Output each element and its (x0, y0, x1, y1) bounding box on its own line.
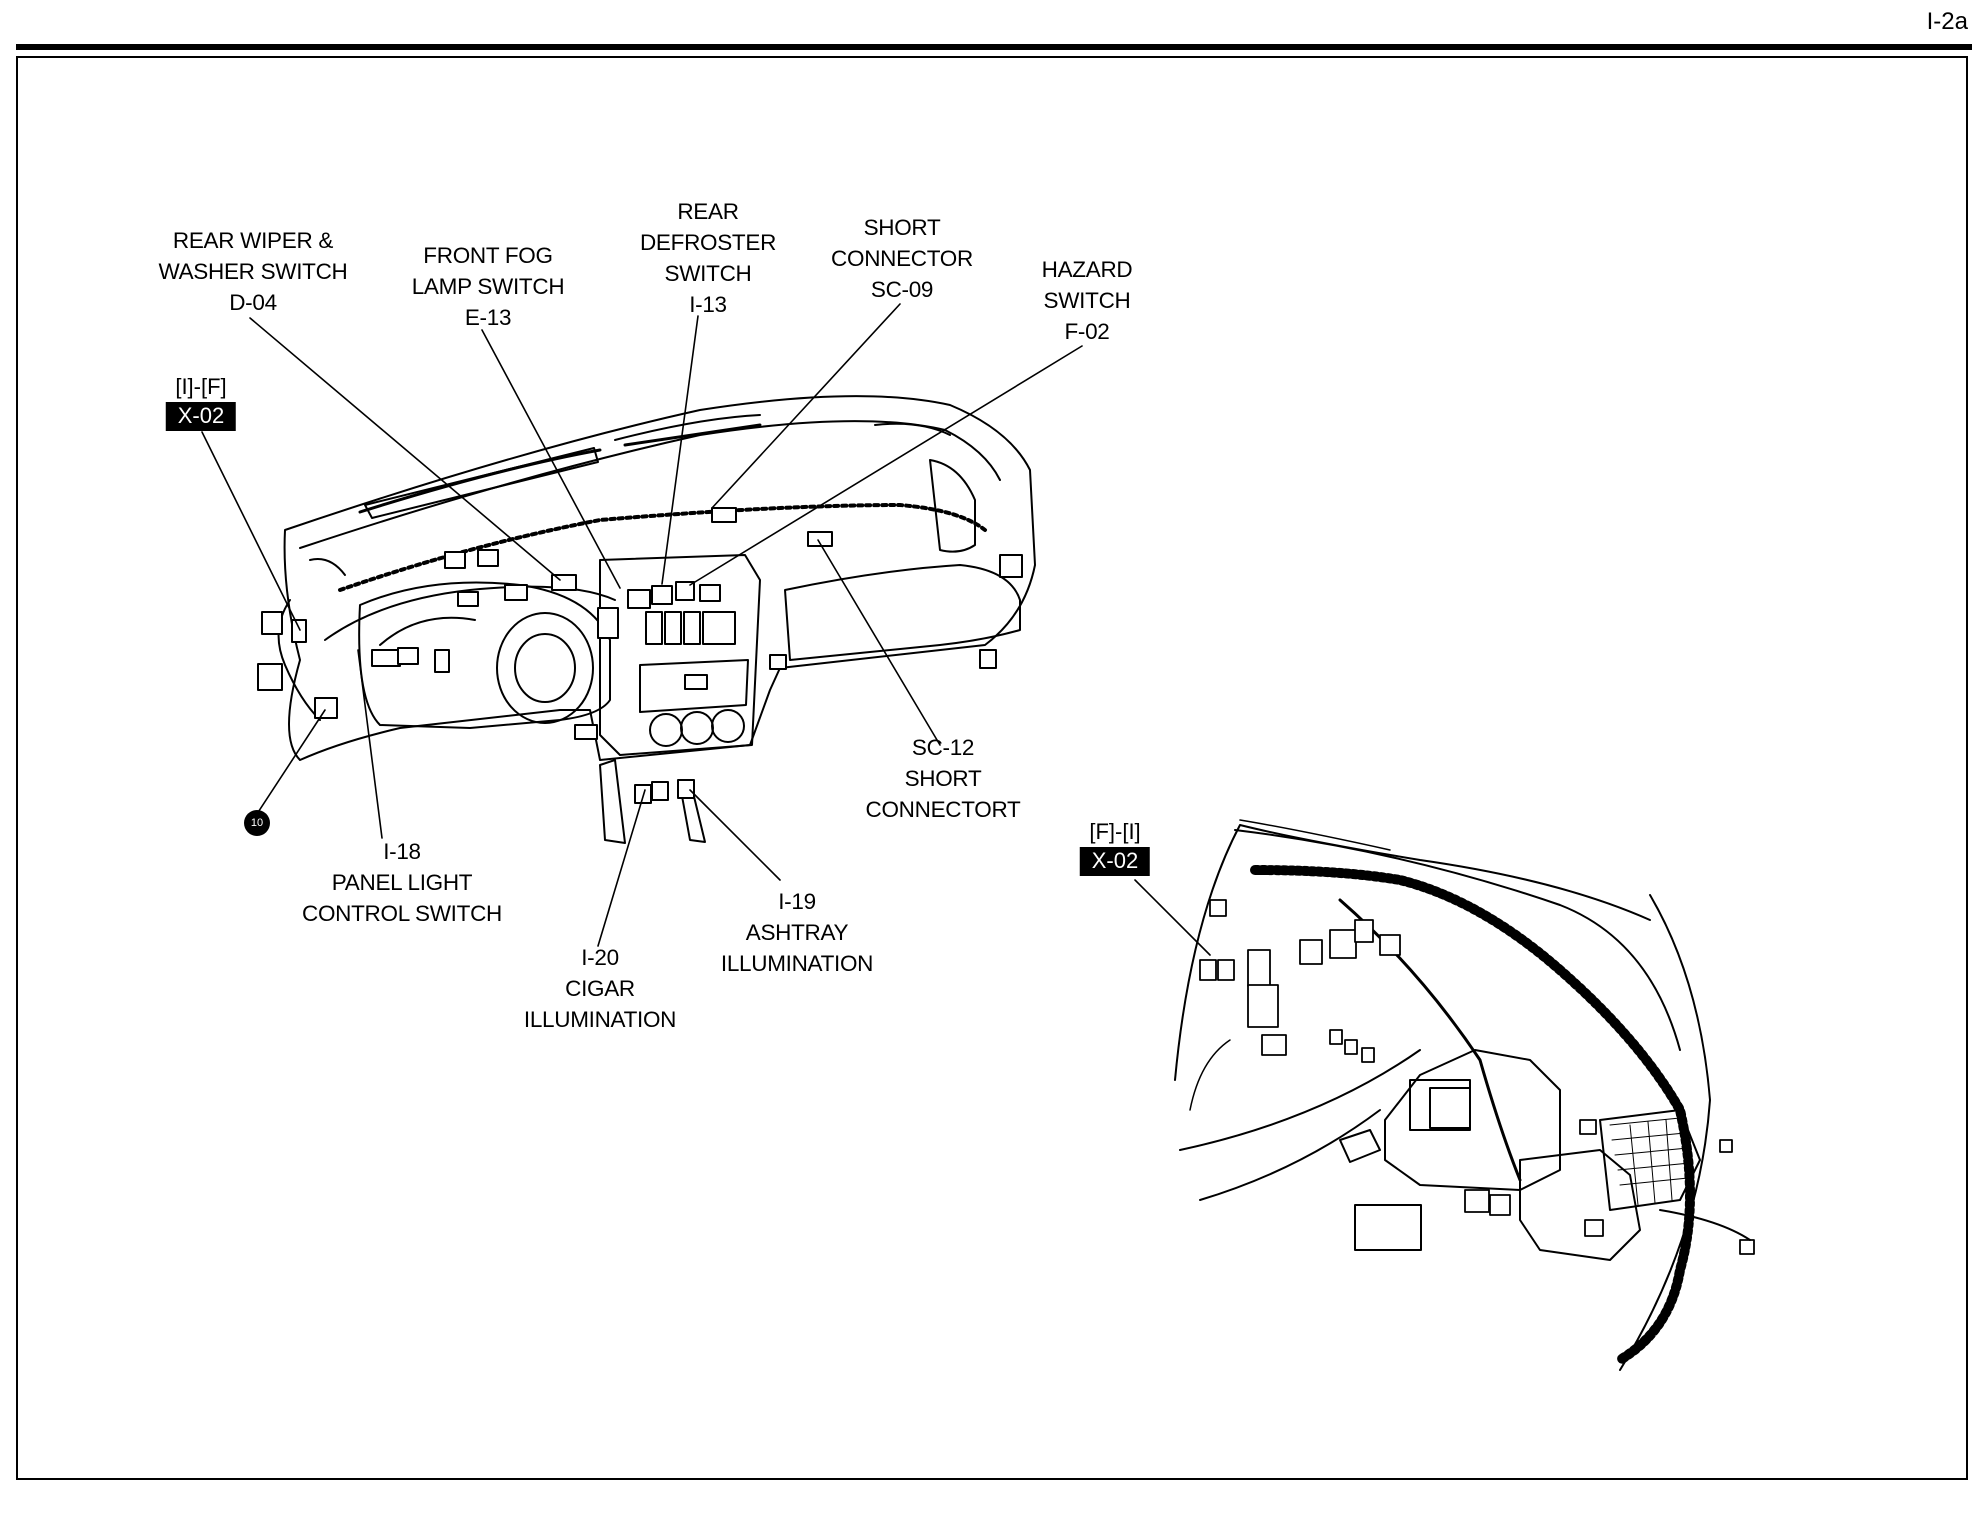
diagram-frame (16, 56, 1968, 1480)
label-front-fog-line-1: FRONT FOG (423, 243, 553, 268)
ground-point-marker: 10 (244, 810, 270, 836)
label-rear-wiper-line-3: D-04 (229, 290, 277, 315)
label-ashtray-line-1: I-19 (778, 889, 816, 914)
label-rear-defroster-line-2: DEFROSTER (639, 230, 777, 255)
label-front-fog-line-3: E-13 (464, 305, 512, 330)
label-rear-wiper-line-2: WASHER SWITCH (158, 259, 348, 284)
label-sc12-line-1: SC-12 (911, 735, 975, 760)
label-front-fog-line-2: LAMP SWITCH (411, 274, 565, 299)
label-ashtray-illumination: I-19 ASHTRAY ILLUMINATION (720, 886, 874, 979)
label-rear-wiper-line-1: REAR WIPER & (172, 228, 334, 253)
label-hazard-line-1: HAZARD (1041, 257, 1133, 282)
label-sc09-line-3: SC-09 (870, 277, 934, 302)
label-short-connector-sc09: SHORT CONNECTOR SC-09 (831, 212, 973, 305)
dashboard-drawing (257, 395, 1036, 844)
label-hazard-line-3: F-02 (1064, 319, 1110, 344)
label-hazard-switch: HAZARD SWITCH F-02 (1042, 254, 1133, 347)
label-rear-wiper-washer-switch: REAR WIPER & WASHER SWITCH D-04 (158, 225, 347, 318)
label-front-fog-lamp-switch: FRONT FOG LAMP SWITCH E-13 (412, 240, 565, 333)
label-rear-defroster-line-3: SWITCH (664, 261, 752, 286)
label-cigar-line-3: ILLUMINATION (523, 1007, 677, 1032)
label-panel-light-control-switch: I-18 PANEL LIGHT CONTROL SWITCH (302, 836, 502, 929)
connector-code-right: X-02 (1079, 847, 1151, 876)
label-cigar-line-2: CIGAR (565, 976, 635, 1001)
connector-code-left: X-02 (165, 402, 237, 431)
page-number: I-2a (1926, 8, 1968, 35)
label-sc09-line-2: CONNECTOR (831, 246, 973, 271)
connector-group-right: [F]-[I] X-02 (1079, 817, 1151, 876)
label-panel-light-line-3: CONTROL SWITCH (302, 901, 502, 926)
harness-routing-drawing (1174, 819, 1755, 1371)
label-cigar-illumination: I-20 CIGAR ILLUMINATION (523, 942, 677, 1035)
label-sc09-line-1: SHORT (863, 215, 941, 240)
label-sc12-line-2: SHORT (904, 766, 982, 791)
label-rear-defroster-line-1: REAR (677, 199, 739, 224)
label-sc12-line-3: CONNECTORT (865, 797, 1021, 822)
label-panel-light-line-2: PANEL LIGHT (331, 870, 473, 895)
connector-group-left: [I]-[F] X-02 (165, 372, 237, 431)
leader-lines (201, 303, 1211, 956)
label-cigar-line-1: I-20 (581, 945, 619, 970)
connector-route-left: [I]-[F] (175, 374, 227, 399)
label-ashtray-line-3: ILLUMINATION (720, 951, 874, 976)
label-rear-defroster-switch: REAR DEFROSTER SWITCH I-13 (640, 196, 776, 320)
connector-route-right: [F]-[I] (1089, 819, 1141, 844)
header-rule (16, 44, 1972, 50)
label-hazard-line-2: SWITCH (1043, 288, 1131, 313)
label-panel-light-line-1: I-18 (383, 839, 421, 864)
label-short-connector-sc12: SC-12 SHORT CONNECTORT (866, 732, 1021, 825)
label-rear-defroster-line-4: I-13 (689, 292, 727, 317)
label-ashtray-line-2: ASHTRAY (745, 920, 849, 945)
